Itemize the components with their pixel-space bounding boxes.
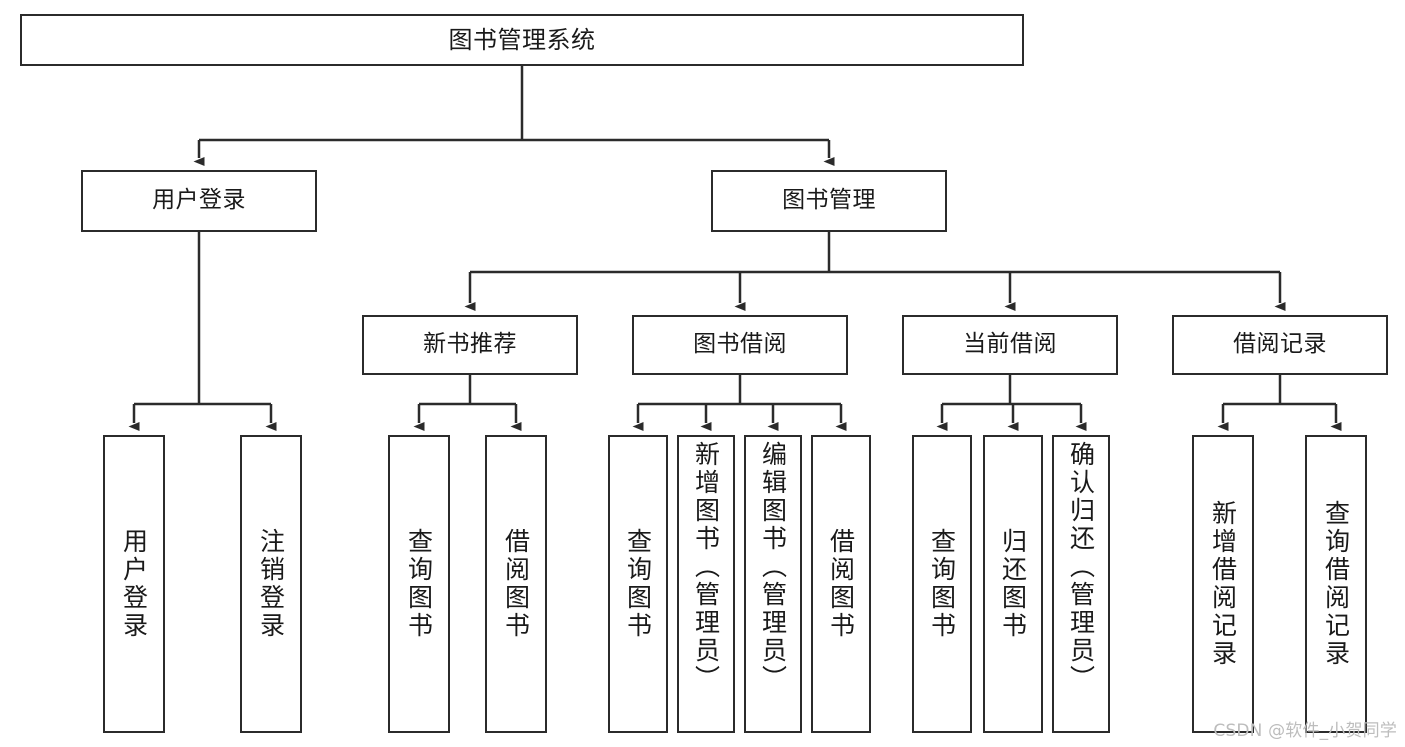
node-leaf-query-borrow-record[interactable]: 查询借阅记录 — [1305, 435, 1367, 733]
node-book-manage[interactable]: 图书管理 — [711, 170, 947, 232]
node-borrow-record-label: 借阅记录 — [1233, 331, 1327, 358]
node-leaf-user-logout[interactable]: 注销登录 — [240, 435, 302, 733]
node-leaf-borrow-book-2[interactable]: 借阅图书 — [811, 435, 871, 733]
node-leaf-query-book-2-label: 查询图书 — [623, 528, 653, 640]
link-bookmanage-to-level3 — [464, 232, 1286, 311]
link-currentborrow-to-leaves — [936, 375, 1087, 431]
node-leaf-borrow-book-1-label: 借阅图书 — [501, 528, 531, 640]
node-leaf-borrow-book-1[interactable]: 借阅图书 — [485, 435, 547, 733]
node-leaf-edit-book-admin[interactable]: 编辑图书（管理员） — [744, 435, 802, 733]
node-leaf-add-borrow-record-label: 新增借阅记录 — [1208, 500, 1238, 668]
node-leaf-query-borrow-record-label: 查询借阅记录 — [1321, 500, 1351, 668]
node-leaf-return-book-label: 归还图书 — [998, 528, 1028, 640]
node-leaf-borrow-book-2-label: 借阅图书 — [826, 528, 856, 640]
node-book-manage-label: 图书管理 — [782, 187, 876, 214]
node-book-borrow[interactable]: 图书借阅 — [632, 315, 848, 375]
node-root[interactable]: 图书管理系统 — [20, 14, 1024, 66]
link-borrowrecord-to-leaves — [1217, 375, 1342, 431]
node-leaf-user-login-label: 用户登录 — [119, 528, 149, 640]
link-newbookrec-to-leaves — [413, 375, 522, 431]
node-leaf-query-book-3[interactable]: 查询图书 — [912, 435, 972, 733]
node-leaf-confirm-return-admin-label: 确认归还（管理员） — [1066, 441, 1096, 693]
node-leaf-query-book-1[interactable]: 查询图书 — [388, 435, 450, 733]
node-leaf-query-book-3-label: 查询图书 — [927, 528, 957, 640]
node-leaf-query-book-1-label: 查询图书 — [404, 528, 434, 640]
node-borrow-record[interactable]: 借阅记录 — [1172, 315, 1388, 375]
node-user-login[interactable]: 用户登录 — [81, 170, 317, 232]
node-leaf-confirm-return-admin[interactable]: 确认归还（管理员） — [1052, 435, 1110, 733]
node-leaf-edit-book-admin-label: 编辑图书（管理员） — [758, 441, 788, 693]
node-leaf-add-borrow-record[interactable]: 新增借阅记录 — [1192, 435, 1254, 733]
node-leaf-add-book-admin[interactable]: 新增图书（管理员） — [677, 435, 735, 733]
node-leaf-user-login[interactable]: 用户登录 — [103, 435, 165, 733]
node-leaf-query-book-2[interactable]: 查询图书 — [608, 435, 668, 733]
node-new-book-rec[interactable]: 新书推荐 — [362, 315, 578, 375]
node-root-label: 图书管理系统 — [448, 25, 596, 54]
node-current-borrow-label: 当前借阅 — [963, 331, 1057, 358]
node-leaf-add-book-admin-label: 新增图书（管理员） — [691, 441, 721, 693]
node-new-book-rec-label: 新书推荐 — [423, 331, 517, 358]
link-root-to-level2 — [193, 66, 835, 166]
node-current-borrow[interactable]: 当前借阅 — [902, 315, 1118, 375]
csdn-watermark: CSDN @软件_小贺同学 — [1213, 721, 1397, 741]
node-book-borrow-label: 图书借阅 — [693, 331, 787, 358]
node-leaf-return-book[interactable]: 归还图书 — [983, 435, 1043, 733]
node-user-login-label: 用户登录 — [152, 187, 246, 214]
link-bookborrow-to-leaves — [632, 375, 847, 431]
link-userlogin-to-leaves — [128, 232, 277, 431]
node-leaf-user-logout-label: 注销登录 — [256, 528, 286, 640]
